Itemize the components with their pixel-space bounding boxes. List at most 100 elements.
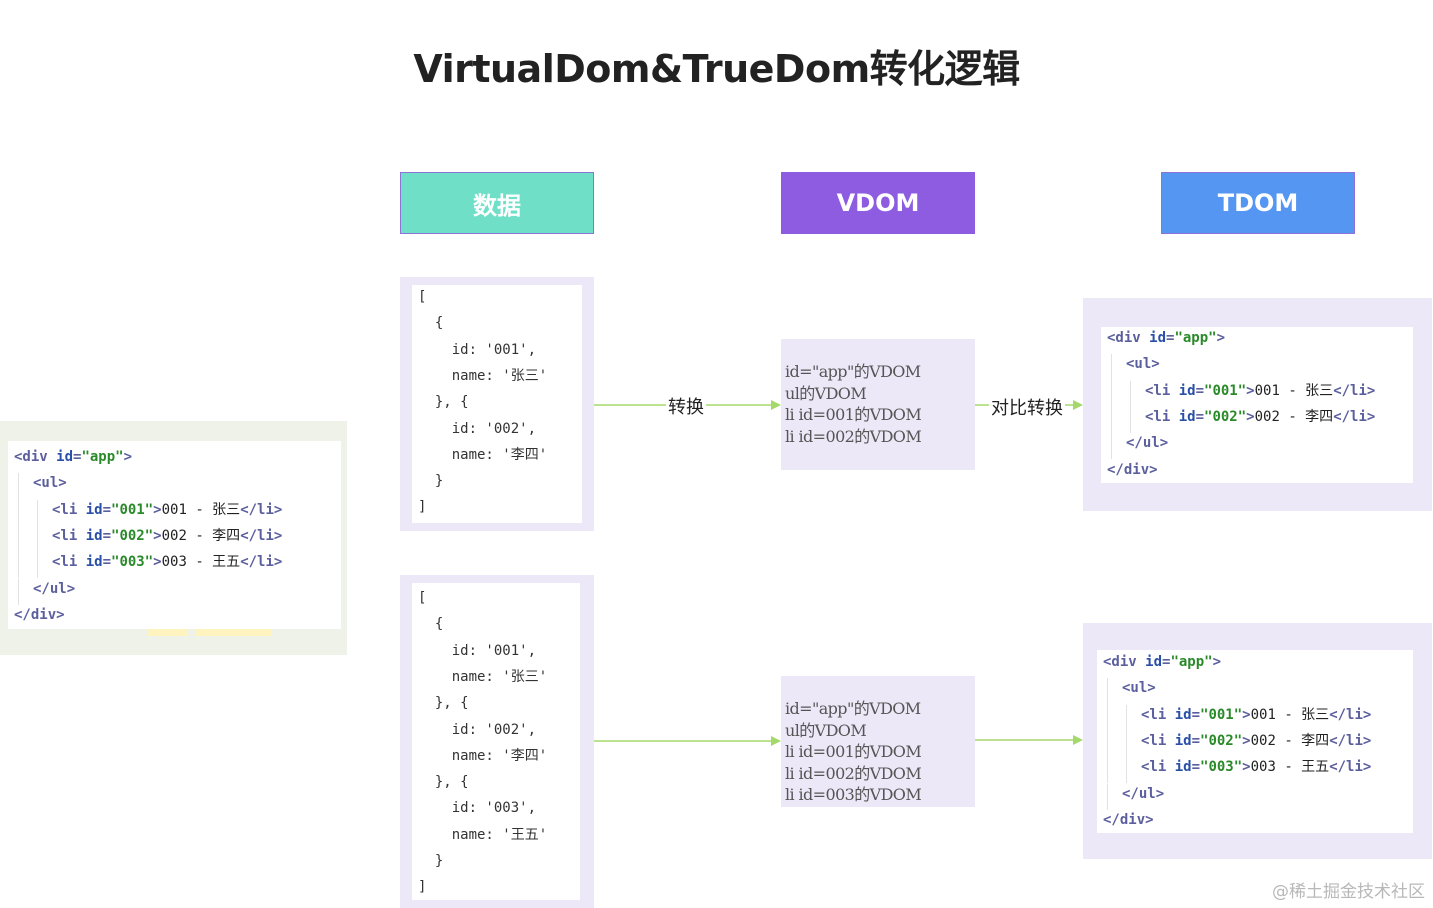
code-token: <div: [14, 449, 57, 465]
vdom-line: id="app"的VDOM: [785, 362, 921, 381]
code-token: id: [1145, 654, 1163, 670]
code-token: <ul>: [1122, 680, 1156, 697]
code-token: </li>: [1329, 759, 1372, 776]
code-line: <li id="002">002 - 李四</li>: [52, 526, 282, 546]
data-line: ]: [418, 879, 427, 896]
indent-guide: [1126, 730, 1127, 758]
data-line: name: '王五': [418, 826, 548, 843]
code-token: </li>: [240, 501, 283, 518]
code-line: </ul>: [1126, 433, 1168, 453]
code-token: </li>: [240, 527, 283, 544]
code-token: id: [85, 554, 103, 571]
code-line: <div id="app">: [1107, 328, 1225, 348]
code-token: <li: [52, 527, 86, 544]
code-line: <ul>: [33, 473, 67, 493]
code-token: "002": [1200, 732, 1243, 749]
code-line: </ul>: [1122, 784, 1164, 804]
code-line: <li id="002">002 - 李四</li>: [1145, 407, 1375, 427]
indent-guide: [1107, 704, 1108, 731]
indent-guide: [18, 552, 19, 579]
data-line: }, {: [418, 695, 469, 712]
code-token: <ul>: [1126, 356, 1160, 373]
data-line: }: [418, 473, 444, 490]
code-line: <ul>: [1126, 354, 1160, 374]
indent-guide: [37, 525, 38, 553]
code-token: 002 - 李四: [161, 527, 241, 544]
indent-guide: [1126, 704, 1127, 731]
code-token: "001": [1204, 382, 1247, 399]
code-token: =: [73, 449, 82, 465]
code-token: id: [1149, 330, 1167, 346]
code-token: =: [1191, 759, 1201, 776]
arrow-label-convert: 转换: [666, 393, 706, 419]
code-token: >: [1246, 408, 1255, 425]
code-token: id: [1178, 408, 1196, 425]
code-token: </div>: [1103, 811, 1154, 828]
highlight-mark: [196, 626, 272, 636]
data-line: name: '张三': [418, 367, 548, 384]
data-line: id: '003',: [418, 800, 537, 817]
code-token: =: [1195, 408, 1205, 425]
code-line: <li id="001">001 - 张三</li>: [1145, 381, 1375, 401]
indent-guide: [1111, 406, 1112, 434]
vdom-line: li id=003的VDOM: [785, 785, 922, 804]
code-token: </li>: [1329, 706, 1372, 723]
code-token: </li>: [1333, 408, 1376, 425]
indent-guide: [18, 499, 19, 526]
code-token: >: [1242, 759, 1251, 776]
code-token: 001 - 张三: [1250, 706, 1330, 723]
data-line: id: '002',: [418, 721, 537, 738]
data-line: [: [418, 590, 427, 606]
data-line: name: '张三': [418, 668, 548, 685]
vdom-line: id="app"的VDOM: [785, 699, 921, 718]
code-token: >: [1212, 654, 1222, 670]
data-line: ]: [418, 499, 427, 516]
code-token: >: [1242, 732, 1251, 749]
code-token: =: [1162, 654, 1171, 670]
header-tdom-label: TDOM: [1217, 189, 1299, 217]
code-token: >: [1246, 382, 1255, 399]
code-token: >: [123, 449, 133, 465]
code-token: <ul>: [33, 475, 67, 492]
code-token: >: [153, 501, 162, 518]
code-token: 003 - 王五: [1250, 759, 1330, 776]
code-token: =: [1195, 382, 1205, 399]
code-token: <li: [1141, 732, 1175, 749]
indent-guide: [1111, 433, 1112, 460]
code-line: <li id="001">001 - 张三</li>: [1141, 705, 1371, 725]
tdom-panel-bottom: <div id="app"> <ul> <li id="001">001 - 张三<…: [1083, 623, 1432, 859]
code-token: id: [56, 449, 74, 465]
code-token: </div>: [1107, 461, 1158, 478]
data-line: {: [418, 616, 444, 633]
arrow-convert-bottom: [594, 736, 781, 746]
code-line: <ul>: [1122, 678, 1156, 698]
vdom-line: li id=002的VDOM: [785, 763, 922, 783]
indent-guide: [18, 525, 19, 553]
data-line: }, {: [418, 394, 469, 411]
code-token: <div: [1107, 330, 1150, 346]
code-token: </ul>: [1122, 785, 1165, 802]
tdom-panel-top: <div id="app"> <ul> <li id="001">001 - 张三<…: [1083, 298, 1432, 511]
code-token: <li: [1145, 408, 1179, 425]
data-line: }: [418, 853, 444, 869]
indent-guide: [37, 499, 38, 526]
code-line: <div id="app">: [14, 447, 132, 467]
code-token: >: [153, 554, 162, 571]
diagram-title: VirtualDom&TrueDom转化逻辑: [413, 47, 1020, 91]
data-line: id: '002',: [418, 420, 537, 437]
code-token: "002": [111, 527, 154, 544]
code-line: <div id="app">: [1103, 652, 1221, 672]
code-token: "app": [1170, 654, 1213, 670]
indent-guide: [18, 473, 19, 500]
code-token: </div>: [14, 606, 65, 623]
header-vdom-label: VDOM: [836, 189, 920, 217]
code-line: <li id="001">001 - 张三</li>: [52, 500, 282, 520]
watermark: @稀土掘金技术社区: [1272, 882, 1425, 902]
code-token: 002 - 李四: [1254, 408, 1334, 425]
code-line: <li id="002">002 - 李四</li>: [1141, 731, 1371, 751]
vdom-line: ul的VDOM: [785, 720, 867, 740]
data-line: }, {: [418, 774, 469, 791]
code-token: </ul>: [33, 580, 76, 597]
